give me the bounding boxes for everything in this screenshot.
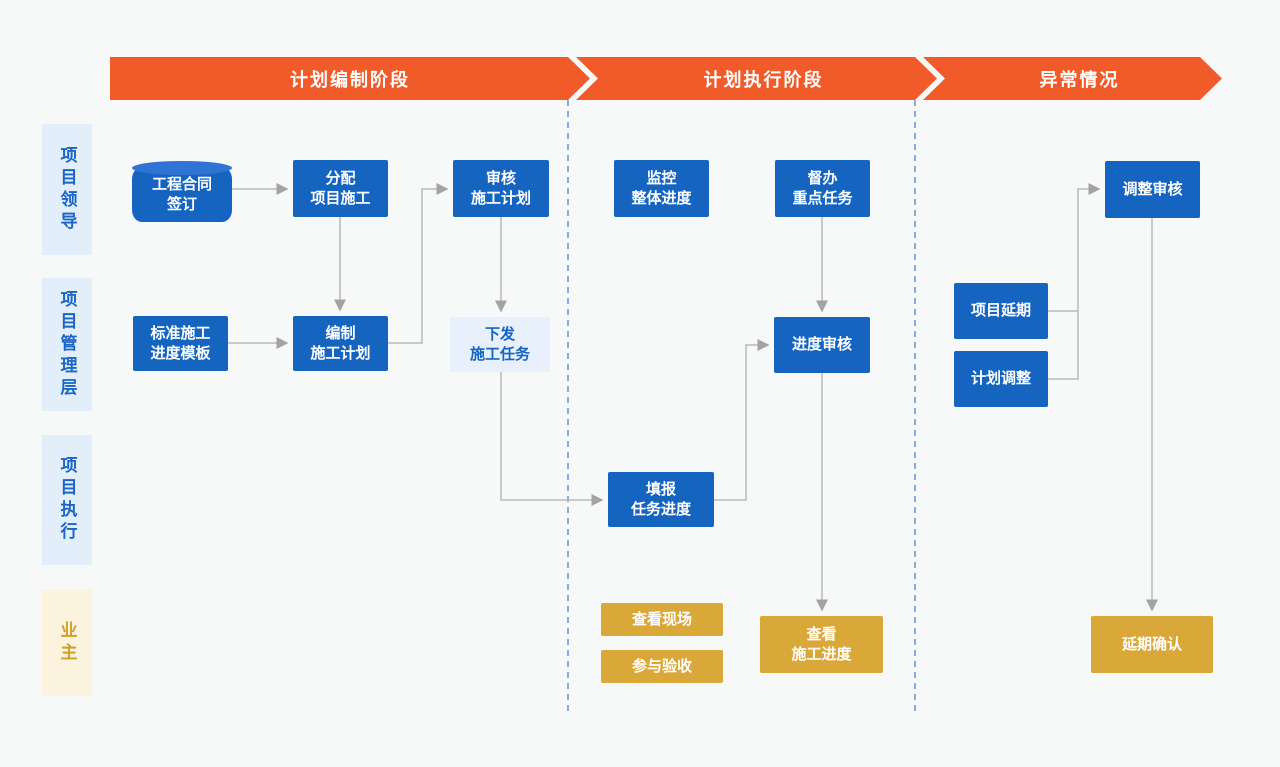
stage-divider-line <box>567 100 569 712</box>
node-label: 项目延期 <box>970 302 1031 319</box>
role-label: 业主 <box>57 621 77 665</box>
node-label: 下发 施工任务 <box>469 325 530 363</box>
node-label: 监控 整体进度 <box>631 169 692 207</box>
stage-divider-line <box>914 100 916 712</box>
node-label: 延期确认 <box>1121 635 1182 653</box>
node-label: 编制 施工计划 <box>310 324 371 362</box>
node-adjustment-review: 调整审核 <box>1105 161 1200 218</box>
node-supervise-key-tasks: 督办 重点任务 <box>775 160 870 217</box>
node-label: 进度审核 <box>791 336 852 353</box>
role-label: 项目执行 <box>57 456 77 544</box>
node-label: 审核 施工计划 <box>470 169 531 207</box>
role-lane-owner: 业主 <box>42 590 92 696</box>
node-label: 工程合同 签订 <box>151 175 212 213</box>
node-label: 查看 施工进度 <box>791 625 852 663</box>
stage-banner-plan-compile: 计划编制阶段 <box>110 57 590 100</box>
stage-banner-exception: 异常情况 <box>923 57 1222 100</box>
stage-label: 异常情况 <box>1039 69 1120 90</box>
node-monitor-overall-progress: 监控 整体进度 <box>614 160 709 217</box>
node-plan-adjustment: 计划调整 <box>954 351 1048 407</box>
stage-banner-plan-execute: 计划执行阶段 <box>576 57 937 100</box>
node-label: 查看现场 <box>631 610 692 628</box>
node-label: 填报 任务进度 <box>630 480 691 518</box>
node-fill-task-progress: 填报 任务进度 <box>608 472 714 527</box>
node-compile-construction-plan: 编制 施工计划 <box>293 316 388 371</box>
node-view-construction-progress: 查看 施工进度 <box>760 616 883 673</box>
role-label: 项目领导 <box>57 145 77 234</box>
node-label: 分配 项目施工 <box>310 169 371 207</box>
node-standard-progress-template: 标准施工 进度模板 <box>133 316 228 371</box>
role-lane-project-leader: 项目领导 <box>42 124 92 255</box>
node-issue-construction-tasks: 下发 施工任务 <box>450 317 550 372</box>
node-label: 标准施工 进度模板 <box>150 324 211 362</box>
node-label: 督办 重点任务 <box>792 169 853 207</box>
node-delay-confirmation: 延期确认 <box>1091 616 1213 673</box>
node-label: 调整审核 <box>1122 180 1183 198</box>
node-project-delay: 项目延期 <box>954 283 1048 339</box>
role-lane-project-execution: 项目执行 <box>42 435 92 565</box>
role-label: 项目管理层 <box>57 289 77 400</box>
role-lane-project-management: 项目管理层 <box>42 278 92 411</box>
node-sign-contract: 工程合同 签订 <box>132 161 232 222</box>
stage-label: 计划执行阶段 <box>703 69 824 90</box>
node-progress-review: 进度审核 <box>774 317 870 373</box>
node-label: 计划调整 <box>970 370 1031 387</box>
node-review-construction-plan: 审核 施工计划 <box>453 160 549 217</box>
node-assign-construction: 分配 项目施工 <box>293 160 388 217</box>
node-view-site: 查看现场 <box>601 603 723 636</box>
node-label: 参与验收 <box>631 657 692 675</box>
stage-label: 计划编制阶段 <box>290 69 410 90</box>
node-join-acceptance: 参与验收 <box>601 650 723 683</box>
